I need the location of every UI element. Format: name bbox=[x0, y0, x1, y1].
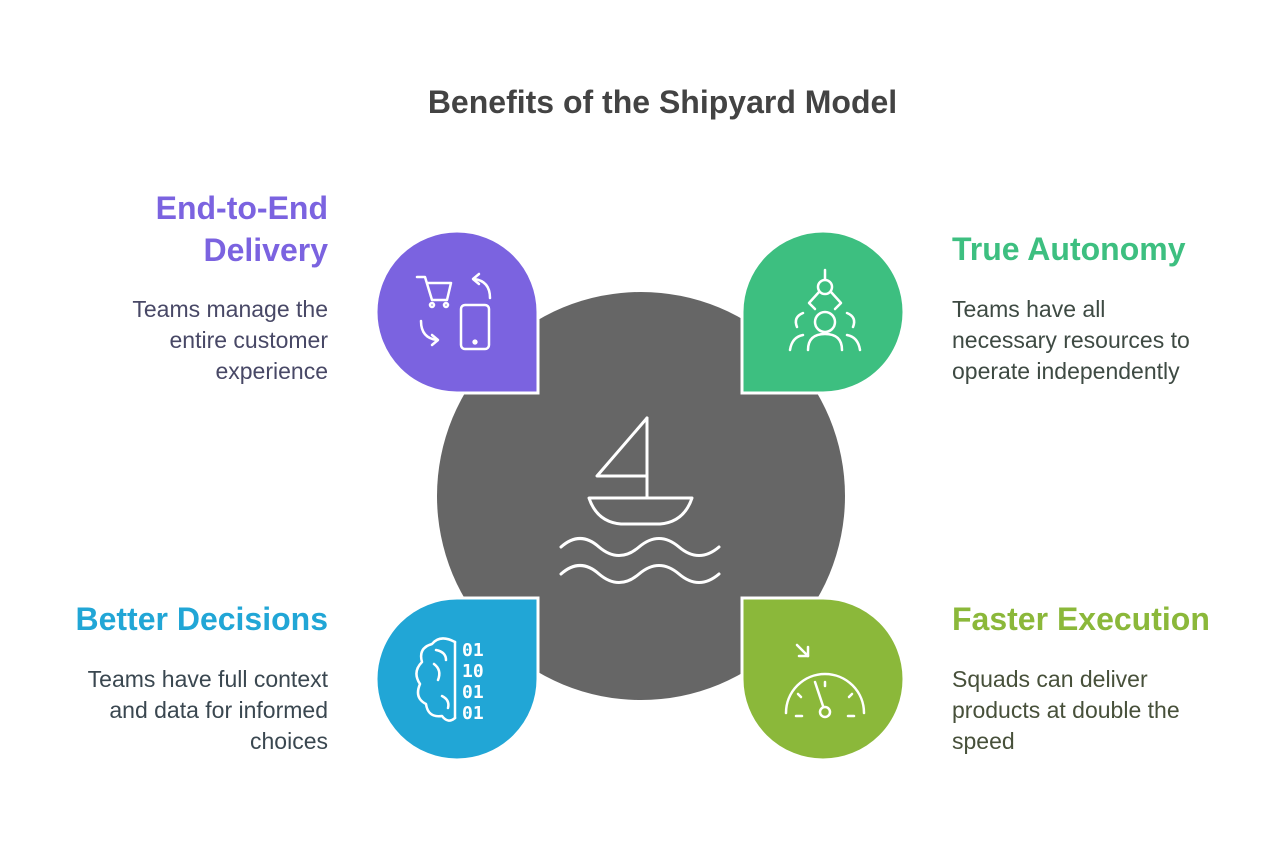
description-line: Teams have all bbox=[952, 296, 1106, 322]
description-line: Teams manage the bbox=[132, 296, 328, 322]
svg-text:01: 01 bbox=[462, 682, 484, 703]
faster-execution-description: Squads can deliver products at double th… bbox=[952, 664, 1232, 757]
description-line: and data for informed bbox=[109, 697, 328, 723]
description-line: products at double the bbox=[952, 697, 1180, 723]
description-line: necessary resources to bbox=[952, 327, 1190, 353]
true-autonomy-heading: True Autonomy bbox=[952, 231, 1186, 267]
description-line: choices bbox=[250, 728, 328, 754]
faster-execution-petal bbox=[740, 596, 906, 762]
description-line: entire customer bbox=[169, 327, 328, 353]
heading-line: Delivery bbox=[203, 232, 328, 268]
true-autonomy-description: Teams have all necessary resources to op… bbox=[952, 294, 1252, 387]
better-decisions-petal bbox=[374, 596, 540, 762]
svg-text:01: 01 bbox=[462, 640, 484, 661]
heading-line: End-to-End bbox=[155, 190, 328, 226]
brain-binary-icon: 01 10 01 01 bbox=[415, 637, 484, 724]
sailboat-icon bbox=[559, 416, 721, 584]
shopping-cart-mobile-icon bbox=[415, 272, 492, 351]
svg-text:10: 10 bbox=[462, 661, 484, 682]
end-to-end-petal bbox=[374, 229, 540, 395]
better-decisions-heading: Better Decisions bbox=[75, 601, 328, 637]
team-robotic-arm-icon bbox=[788, 268, 862, 352]
better-decisions-description: Teams have full context and data for inf… bbox=[40, 664, 328, 757]
svg-text:01: 01 bbox=[462, 703, 484, 724]
end-to-end-delivery-heading: End-to-End Delivery bbox=[60, 187, 328, 271]
description-line: Teams have full context bbox=[87, 666, 328, 692]
faster-execution-heading: Faster Execution bbox=[952, 601, 1210, 637]
speedometer-icon bbox=[784, 643, 866, 719]
description-line: Squads can deliver bbox=[952, 666, 1148, 692]
description-line: experience bbox=[215, 358, 328, 384]
diagram-title: Benefits of the Shipyard Model bbox=[427, 84, 898, 120]
description-line: operate independently bbox=[952, 358, 1180, 384]
end-to-end-delivery-description: Teams manage the entire customer experie… bbox=[40, 294, 328, 387]
description-line: speed bbox=[952, 728, 1015, 754]
